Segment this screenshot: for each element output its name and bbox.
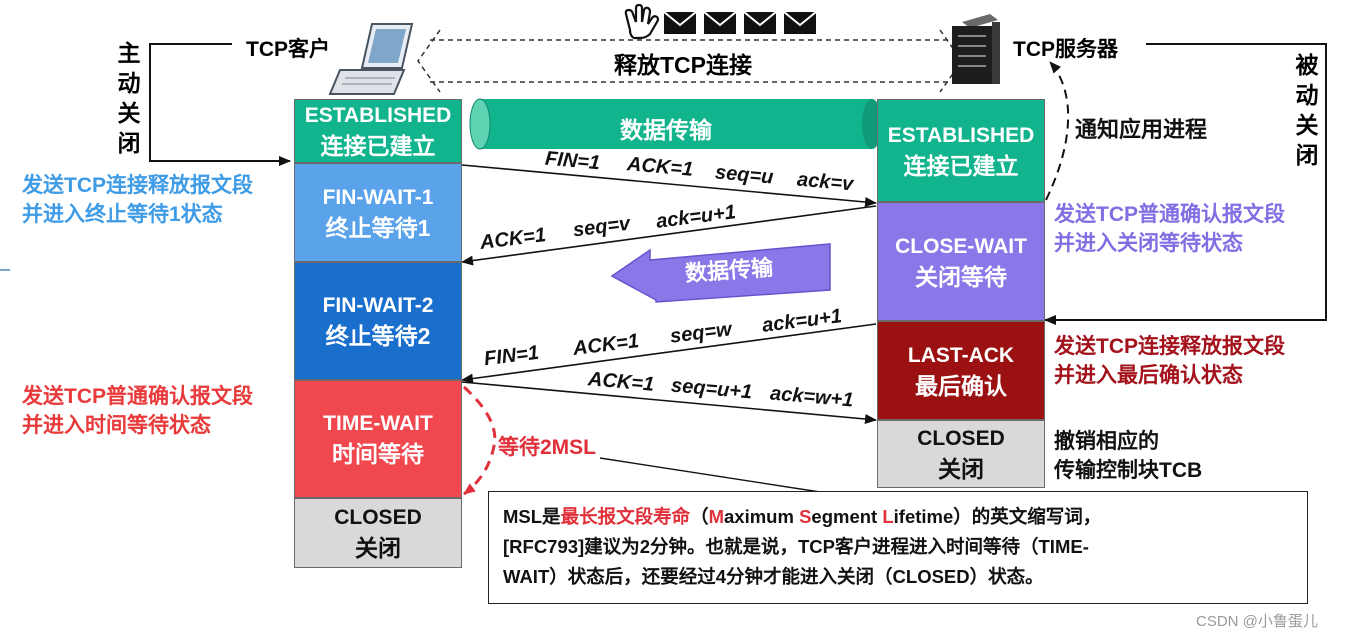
- server-state-0: ESTABLISHED 连接已建立: [877, 99, 1045, 202]
- msl-note-s: S: [799, 506, 812, 527]
- msl-note-l: L: [882, 506, 894, 527]
- server-state-1: CLOSE-WAIT 关闭等待: [877, 202, 1045, 321]
- server-label: TCP服务器: [1013, 38, 1118, 61]
- data-transfer-label-2: 数据传输: [684, 254, 774, 286]
- seg1-fin: FIN=1: [544, 147, 601, 175]
- client-state-name: ESTABLISHED: [304, 104, 452, 127]
- server-state-label: 关闭等待: [915, 263, 1007, 290]
- active-close-bracket: [149, 43, 291, 166]
- msl-note-p3: （: [690, 506, 709, 527]
- msl-note-box: MSL是最长报文段寿命（Maximum Segment Lifetime）的英文…: [488, 491, 1308, 604]
- passive-close-label: 被动关闭: [1295, 52, 1319, 168]
- client-state-1: FIN-WAIT-1 终止等待1: [294, 163, 462, 262]
- client-state-label: 连接已建立: [320, 133, 436, 159]
- seg1-acknum: ack=v: [796, 168, 855, 196]
- envelope-icon: [663, 11, 817, 34]
- client-state-label: 终止等待2: [325, 323, 431, 349]
- server-icon: [952, 14, 1000, 84]
- msl-note-p5: egment: [811, 506, 883, 527]
- server-state-name: CLOSE-WAIT: [895, 234, 1027, 258]
- note-connector: [599, 457, 821, 493]
- client-state-name: TIME-WAIT: [323, 412, 433, 435]
- data-transfer-arrow: [610, 243, 831, 303]
- msl-note-line3: WAIT）状态后，还要经过4分钟才能进入关闭（CLOSED）状态。: [503, 566, 1044, 587]
- server-state-label: 最后确认: [915, 372, 1007, 399]
- msl-note-p1: MSL是: [503, 506, 561, 527]
- msl-note-highlight: 最长报文段寿命: [560, 506, 691, 527]
- right-notify-label: 通知应用进程: [1075, 117, 1208, 142]
- right-annotation-2-line1: 发送TCP连接释放报文段: [1054, 335, 1285, 358]
- right-annotation-1-line2: 并进入关闭等待状态: [1054, 232, 1243, 255]
- data-transfer-label: 数据传输: [620, 117, 712, 143]
- server-state-2: LAST-ACK 最后确认: [877, 321, 1045, 420]
- active-close-label: 主动关闭: [117, 40, 141, 156]
- notify-app-arrow: [1045, 61, 1070, 201]
- left-annotation-1-line2: 并进入终止等待1状态: [22, 203, 223, 226]
- wait-2msl-label: 等待2MSL: [498, 436, 597, 459]
- msl-note-p6: ifetime）的英文缩写词，: [893, 506, 1102, 527]
- client-state-0: ESTABLISHED 连接已建立: [294, 99, 462, 163]
- msl-note-line2: [RFC793]建议为2分钟。也就是说，TCP客户进程进入时间等待（TIME-: [503, 536, 1089, 557]
- client-state-name: FIN-WAIT-2: [322, 294, 434, 317]
- client-state-3: TIME-WAIT 时间等待: [294, 380, 462, 498]
- watermark: CSDN @小鲁蛋儿: [1196, 613, 1318, 630]
- right-annotation-3-line1: 撤销相应的: [1054, 430, 1159, 453]
- msl-note-p4: aximum: [724, 506, 800, 527]
- client-state-4: CLOSED 关闭: [294, 498, 462, 568]
- server-state-name: ESTABLISHED: [887, 123, 1035, 147]
- client-state-2: FIN-WAIT-2 终止等待2: [294, 262, 462, 380]
- segment-arrow-2: [461, 205, 877, 266]
- left-annotation-2-line2: 并进入时间等待状态: [22, 414, 211, 437]
- segment-arrow-4: [461, 381, 877, 424]
- left-annotation-2-line1: 发送TCP普通确认报文段: [22, 385, 253, 408]
- client-state-name: CLOSED: [334, 506, 422, 529]
- server-state-name: CLOSED: [917, 427, 1005, 450]
- server-state-label: 连接已建立: [903, 152, 1019, 179]
- right-annotation-3-line2: 传输控制块TCB: [1054, 459, 1203, 482]
- right-annotation-1-line1: 发送TCP普通确认报文段: [1054, 203, 1285, 226]
- client-label: TCP客户: [246, 38, 330, 61]
- left-annotation-1-line1: 发送TCP连接释放报文段: [22, 174, 253, 197]
- server-state-3: CLOSED 关闭: [877, 420, 1045, 488]
- segment-arrow-3: [461, 323, 877, 384]
- client-state-label: 时间等待: [332, 441, 424, 467]
- laptop-icon: [328, 23, 414, 95]
- right-annotation-2-line2: 并进入最后确认状态: [1054, 364, 1243, 387]
- server-state-label: 关闭: [938, 456, 984, 482]
- segment-arrow-1: [461, 164, 877, 207]
- data-transfer-pipe: [469, 98, 882, 150]
- msl-note-line1: MSL是最长报文段寿命（Maximum Segment Lifetime）的英文…: [503, 502, 1293, 532]
- client-state-name: FIN-WAIT-1: [322, 185, 434, 209]
- client-state-label: 终止等待1: [325, 214, 431, 241]
- hand-icon: [624, 3, 660, 40]
- release-connection-label: 释放TCP连接: [612, 46, 754, 80]
- client-state-label: 关闭: [355, 535, 401, 561]
- msl-note-m: M: [708, 506, 725, 527]
- passive-close-bracket: [1044, 43, 1327, 325]
- wait-2msl-arc: [462, 385, 497, 496]
- server-state-name: LAST-ACK: [907, 343, 1015, 367]
